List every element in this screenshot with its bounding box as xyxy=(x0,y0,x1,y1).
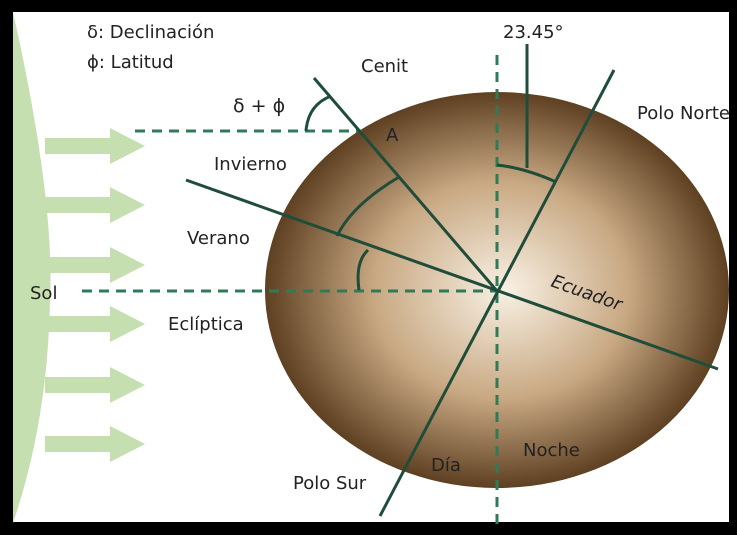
sun-ray-arrow xyxy=(45,306,145,342)
south-pole-label: Polo Sur xyxy=(293,473,367,494)
declination-legend: δ: Declinación xyxy=(87,22,214,43)
day-label: Día xyxy=(431,455,461,476)
sun-ray-arrow xyxy=(45,128,145,164)
tilt-angle-arc xyxy=(496,163,557,184)
sun-ray-arrow xyxy=(45,187,145,223)
winter-label: Invierno xyxy=(214,154,287,175)
zenith-line xyxy=(312,77,499,292)
latitude-angle-arc xyxy=(335,175,400,237)
sun-rays xyxy=(45,128,145,462)
sun-ray-arrow xyxy=(45,426,145,462)
declination-latitude-angle-arc xyxy=(304,94,332,132)
declination-angle-arc xyxy=(356,248,370,291)
equator-line xyxy=(185,178,719,371)
axial-tilt-label: 23.45° xyxy=(503,22,564,43)
latitude-legend: ϕ: Latitud xyxy=(87,52,174,73)
summer-label: Verano xyxy=(187,228,250,249)
sun-ray-arrow xyxy=(45,367,145,403)
right-border xyxy=(729,12,737,522)
rotation-axis-line xyxy=(378,69,616,517)
point-a-label: A xyxy=(386,125,399,146)
zenith-label: Cenit xyxy=(361,56,408,77)
north-pole-label: Polo Norte xyxy=(637,103,730,124)
night-label: Noche xyxy=(523,440,580,461)
sun-shape xyxy=(13,12,51,523)
sun-label: Sol xyxy=(30,283,57,304)
ecliptic-label: Eclíptica xyxy=(168,314,244,335)
sun-ray-arrow xyxy=(45,247,145,283)
angle-sum-label: δ + ϕ xyxy=(233,95,285,117)
